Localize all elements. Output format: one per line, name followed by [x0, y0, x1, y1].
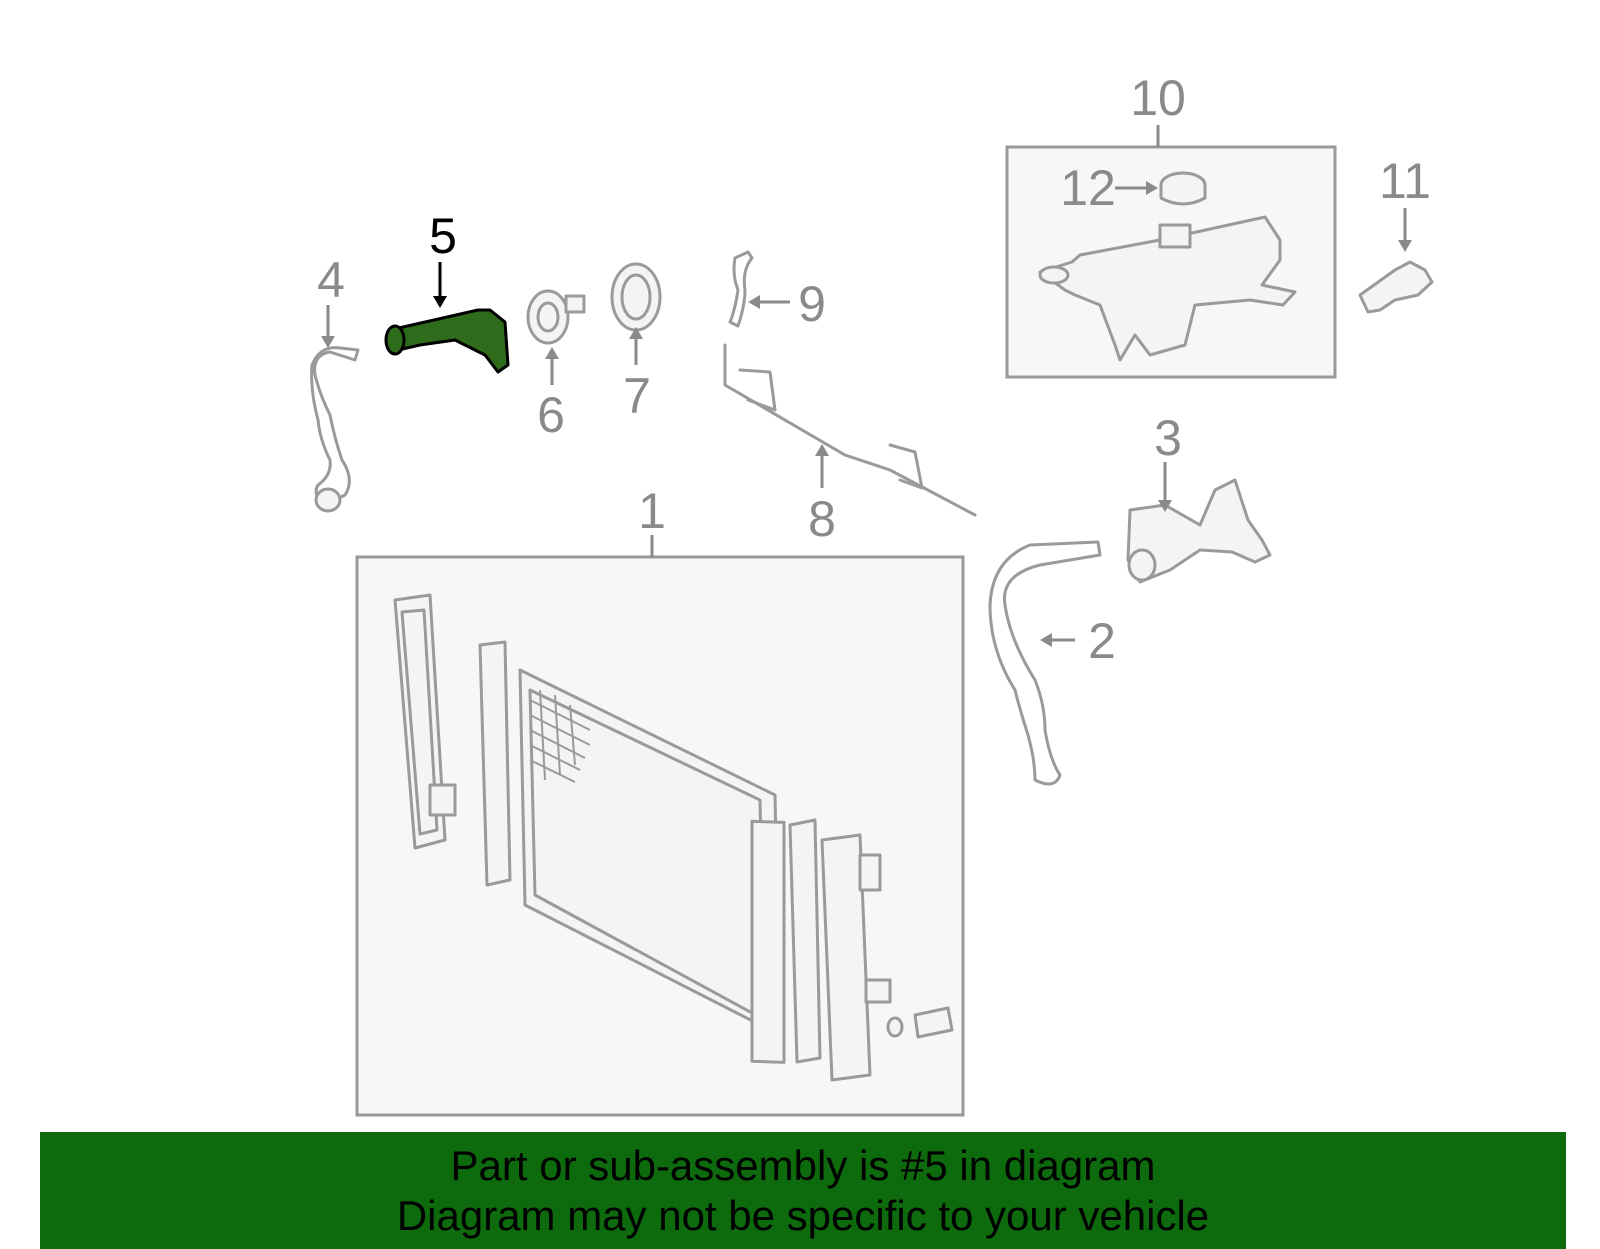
gasket-7 — [610, 262, 662, 332]
water-inlet-hose-5 — [384, 308, 510, 374]
drain-plug — [886, 1006, 954, 1039]
info-banner: Part or sub-assembly is #5 in diagram Di… — [40, 1132, 1566, 1249]
reservoir-tank-10 — [1038, 215, 1297, 362]
callout-2: 2 — [1088, 613, 1116, 669]
callout-4: 4 — [317, 252, 345, 308]
banner-line-part: Part or sub-assembly is #5 in diagram — [450, 1141, 1156, 1189]
callout-5: 5 — [429, 208, 457, 264]
banner-line-disclaimer: Diagram may not be specific to your vehi… — [396, 1191, 1210, 1239]
callout-arrows — [321, 125, 1412, 647]
radiator-seal-left — [478, 640, 512, 887]
hose-9 — [728, 250, 754, 328]
bracket-11 — [1358, 260, 1434, 314]
callout-10: 10 — [1130, 70, 1186, 126]
radiator-core — [518, 668, 786, 1064]
radiator-right-tank — [820, 833, 892, 1082]
callout-12: 12 — [1060, 160, 1116, 216]
callout-11: 11 — [1379, 153, 1431, 209]
callout-1: 1 — [638, 483, 666, 539]
hose-4 — [310, 346, 360, 507]
radiator-seal-right — [788, 818, 822, 1064]
support-rod-8 — [723, 343, 977, 517]
water-outlet-3 — [1126, 478, 1272, 584]
callout-8: 8 — [808, 491, 836, 547]
callout-9: 9 — [798, 276, 826, 332]
hose-2 — [988, 540, 1102, 786]
thermostat-6 — [526, 289, 586, 345]
callout-6: 6 — [537, 387, 565, 443]
radiator-left-tank — [393, 593, 457, 850]
callout-3: 3 — [1154, 410, 1182, 466]
callout-7: 7 — [623, 368, 651, 424]
reservoir-cap-12 — [1159, 171, 1207, 206]
